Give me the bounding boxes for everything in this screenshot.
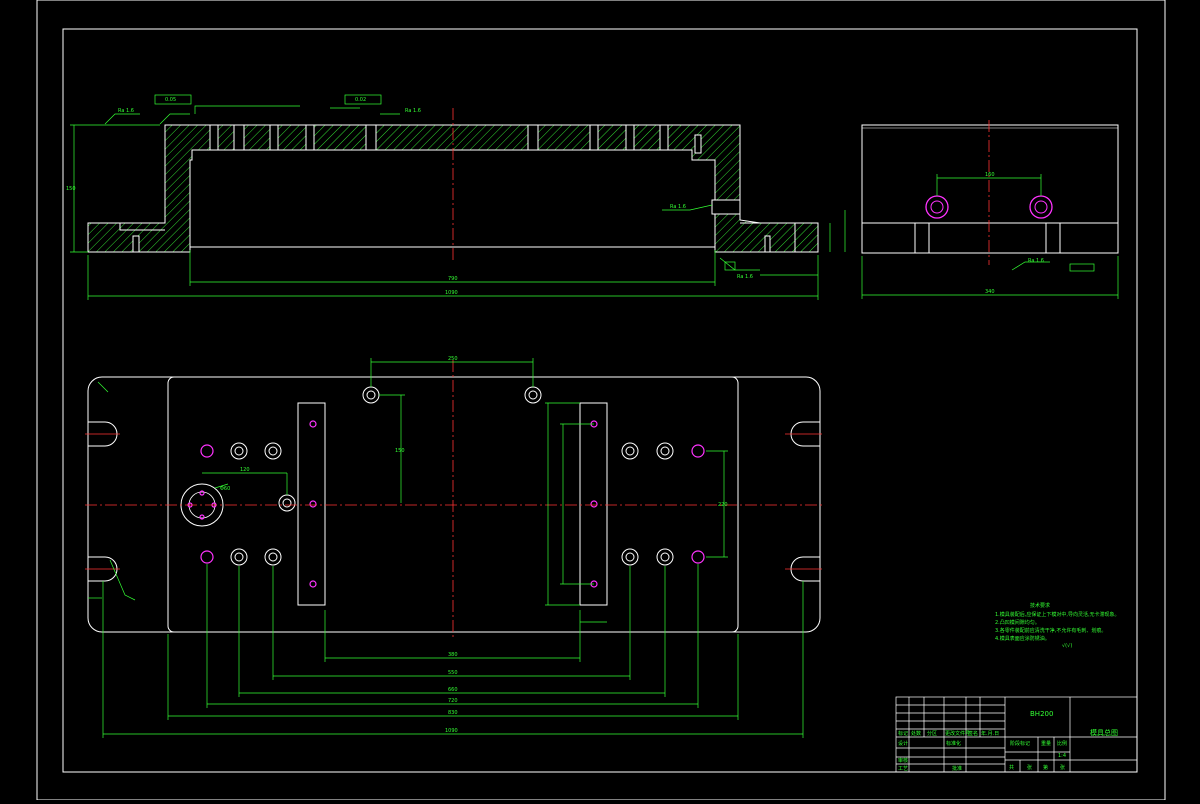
tb-drawing-name: 模具总图: [1090, 728, 1118, 737]
notes-line-2: 2.凸凹模间隙均匀。: [995, 619, 1040, 626]
title-block: BH200 模具总图 1:4 标记 处数 分区 更改文件号 签名 年.月.日 设…: [895, 696, 1138, 773]
front-holes: [132, 124, 771, 253]
side-view: 340 160 Ra 1.6: [861, 120, 1119, 299]
front-roughness-2: Ra 1.6: [405, 108, 421, 114]
side-width-label: 340: [985, 289, 995, 295]
front-roughness-4: Ra 1.6: [737, 274, 753, 280]
tb-row-label-1: 处数: [911, 730, 921, 737]
plan-dim-380: 380: [448, 652, 458, 658]
front-flatness: 0.05: [165, 97, 176, 103]
front-section-cavity: [189, 149, 716, 248]
plan-top-span-label: 250: [448, 356, 458, 362]
front-parallel: 0.02: [355, 97, 366, 103]
plan-holes-magenta: [187, 420, 705, 588]
tb-sheet-1: 张: [1027, 764, 1032, 771]
front-section-view: 1090 790 150 Ra 1.6 Ra 1.6 Ra 1.6 Ra 1.6…: [66, 94, 846, 300]
plan-slot-centerlines: [85, 433, 822, 570]
front-roughness-3: Ra 1.6: [670, 204, 686, 210]
tb-mid-label-1: 批准: [952, 765, 962, 772]
outer-border: [36, 0, 1166, 801]
tb-left-label-2: 工艺: [898, 766, 908, 772]
notes-roughness: √(√): [1062, 643, 1072, 649]
tech-notes: 技术要求 1.模具装配后,应保证上下模对中,导向灵活,无卡滞现象。 2.凸凹模间…: [995, 602, 1120, 649]
tb-cell-0: 阶段标记: [1010, 740, 1030, 747]
plan-base-plate: [87, 376, 821, 633]
side-base: [861, 222, 1119, 254]
inner-border: [62, 28, 1138, 773]
plan-left-label: 120: [240, 467, 250, 473]
front-left-foot: [88, 222, 165, 231]
front-dimensions: [70, 94, 846, 300]
plan-holes-white: [230, 386, 674, 566]
notes-line-1: 1.模具装配后,应保证上下模对中,导向灵活,无卡滞现象。: [995, 611, 1120, 618]
front-inner-width: 790: [448, 276, 458, 282]
plan-view: 250 150 120 Φ60 220 380 550 660 720 830 …: [85, 356, 825, 738]
plan-dimensions: [88, 358, 804, 738]
tb-sheet-2: 第: [1043, 764, 1048, 771]
tb-row-label-5: 年.月.日: [981, 730, 999, 737]
plan-circle-label: Φ60: [220, 486, 230, 492]
plan-dim-550: 550: [448, 670, 458, 676]
tb-row-label-2: 分区: [927, 730, 937, 737]
front-roughness-1: Ra 1.6: [118, 108, 134, 114]
plan-dim-660: 660: [448, 687, 458, 693]
side-guide-left: [925, 195, 949, 219]
plan-dim-830: 830: [448, 710, 458, 716]
tb-row-label-4: 签名: [968, 730, 978, 737]
tb-scale: 1:4: [1058, 753, 1066, 759]
tb-cell-2: 比例: [1057, 740, 1067, 747]
plan-strip-right: [579, 402, 608, 606]
side-roughness: Ra 1.6: [1028, 258, 1044, 264]
tb-cell-1: 重量: [1041, 740, 1051, 747]
notes-heading: 技术要求: [1030, 602, 1050, 609]
side-guide-left-inner: [930, 200, 944, 214]
side-hole-span-label: 160: [985, 172, 995, 178]
side-guide-right: [1029, 195, 1053, 219]
tb-mid-label-0: 标准化: [946, 740, 961, 747]
side-slots: [914, 222, 1061, 254]
plan-dim-1090: 1090: [445, 728, 458, 734]
plan-right-vert-label: 220: [718, 502, 728, 508]
front-right-foot: [740, 222, 796, 252]
tb-left-label-1: 审核: [898, 757, 908, 764]
plan-mid-vert-label: 150: [395, 448, 405, 454]
front-overall-width: 1090: [445, 290, 458, 296]
side-dimensions: [861, 174, 1119, 299]
tb-drawing-code: BH200: [1030, 710, 1053, 718]
notes-line-4: 4.模具表面应涂防锈油。: [995, 635, 1050, 642]
tb-row-label-0: 标记: [898, 730, 908, 737]
notes-line-3: 3.各零件装配前应清洗干净,不允许有毛刺、划痕。: [995, 627, 1106, 634]
tb-row-label-3: 更改文件号: [945, 730, 970, 737]
side-guide-right-inner: [1034, 200, 1048, 214]
tb-sheet-0: 共: [1009, 764, 1014, 771]
plan-strip-left: [297, 402, 326, 606]
tb-sheet-3: 张: [1060, 764, 1065, 771]
tb-left-label-0: 设计: [898, 740, 908, 747]
plan-dim-720: 720: [448, 698, 458, 704]
front-height: 150: [66, 186, 76, 192]
